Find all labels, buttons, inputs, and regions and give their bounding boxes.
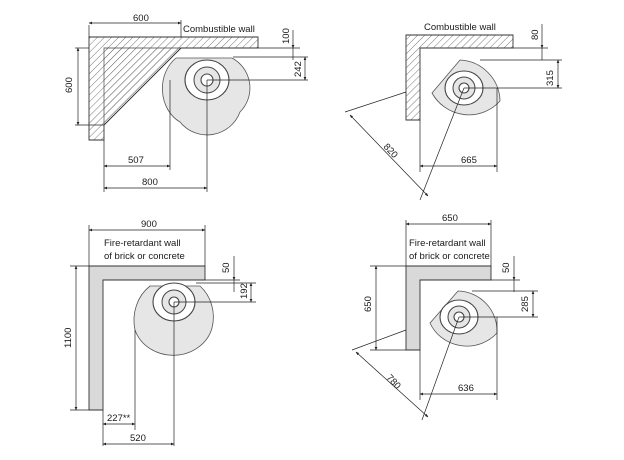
dim-label: 600 [133,13,149,24]
wall-label-line1: Fire-retardant wall [104,238,181,249]
dim-label: 315 [545,70,556,86]
stove [431,59,501,116]
dim-label: 192 [239,283,250,299]
dim-label: 665 [461,155,477,166]
panel-top-right: Combustible wall 80 315 820 [344,22,562,201]
dim-label: 900 [141,219,157,230]
dim-flue-offset: 242 [207,56,308,81]
wall-label-line2: of brick or concrete [409,251,490,262]
dim-label: 650 [442,213,458,224]
dim-label: 50 [501,262,512,273]
dim-label: 80 [530,29,541,40]
dim-side-height: 1100 [63,265,89,411]
stove [429,290,498,347]
dim-label: 636 [458,383,474,394]
panel-top-left: Combustible wall 600 600 100 [64,13,308,192]
dim-side-height: 650 [363,265,406,351]
dim-label: 1100 [63,328,74,348]
dim-flue-offset: 192 [174,282,256,303]
stove [162,57,251,136]
dim-wall-offset: 50 [491,256,520,292]
dim-width: 520 [102,302,175,446]
dim-wall-offset: 50 [205,256,240,292]
dim-label: 780 [384,373,403,392]
wall-label-line2: of brick or concrete [104,251,185,262]
dim-label: 227** [107,413,131,424]
dim-label: 285 [520,296,531,312]
panel-bottom-left: Fire-retardant wall of brick or concrete… [63,219,256,446]
dim-label: 242 [293,61,304,77]
dim-wall-offset: 100 [258,28,300,60]
wall-label-line1: Fire-retardant wall [409,238,486,249]
wall-label: Combustible wall [424,22,496,33]
dim-label: 820 [381,142,400,161]
dim-top-width: 900 [88,219,206,266]
dim-wall-offset: 80 [513,24,548,60]
dim-flue-offset: 315 [464,59,562,89]
dim-width: 636 [419,317,498,400]
dim-flue-offset: 285 [459,290,538,318]
dim-label: 600 [64,77,75,93]
dim-label: 650 [363,296,374,312]
dim-side-gap: 227** [102,330,136,446]
dim-label: 507 [128,155,144,166]
dim-label: 100 [281,28,292,44]
dim-side-height: 600 [64,47,104,126]
dim-width: 665 [419,88,498,172]
dim-top-width: 650 [405,213,492,266]
panel-bottom-right: Fire-retardant wall of brick or concrete… [351,213,538,421]
dim-total-width: 800 [103,80,208,192]
wall-label: Combustible wall [183,24,255,35]
dim-top-width: 600 [88,13,182,37]
dim-label: 520 [130,433,146,444]
dim-label: 50 [221,262,232,273]
dim-flue-to-side: 507 [103,80,171,192]
combustible-wall-corner [88,36,259,141]
dim-label: 800 [142,177,158,188]
